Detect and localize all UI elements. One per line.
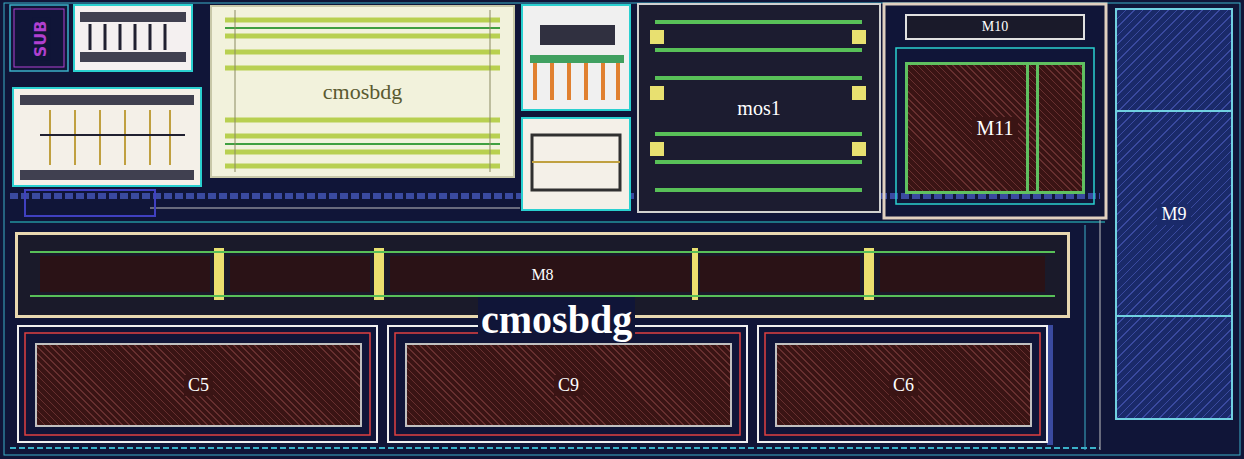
logic-cell-b [13, 88, 201, 186]
transistor-block: M11 [905, 62, 1085, 194]
part-name: M11 [972, 117, 1017, 140]
part-name: M9 [1157, 204, 1190, 225]
capacitor: C5 [35, 343, 362, 427]
transistor-column: M9 [1115, 8, 1233, 420]
cmosbdg-cell-art [210, 5, 515, 178]
substrate-label-box: SUB [16, 8, 66, 70]
mos1-art [638, 4, 880, 212]
logic-cell-a [74, 5, 192, 71]
mos-cell: mos1 [638, 4, 880, 212]
capacitor: C9 [405, 343, 732, 427]
part-name: C5 [184, 375, 213, 396]
substrate-label: SUB [32, 18, 50, 61]
part-name: C9 [554, 375, 583, 396]
part-name: C6 [889, 375, 918, 396]
part-name: M8 [527, 266, 557, 284]
cap-frames [18, 326, 1047, 442]
cell-name: cmosbdg [478, 297, 635, 342]
part-name: cmosbdg [319, 79, 406, 105]
transistor-strip: M10 [905, 14, 1085, 40]
part-name: mos1 [733, 97, 784, 120]
routing-lines [4, 3, 1240, 455]
small-cells [522, 5, 630, 210]
m10-m11-frame [884, 4, 1106, 218]
capacitor: C6 [775, 343, 1032, 427]
sub-region [10, 5, 68, 71]
cell-name-box: cmosbdg [478, 298, 635, 342]
part-name: M10 [978, 19, 1012, 35]
cmos-cell: cmosbdg [210, 5, 515, 178]
